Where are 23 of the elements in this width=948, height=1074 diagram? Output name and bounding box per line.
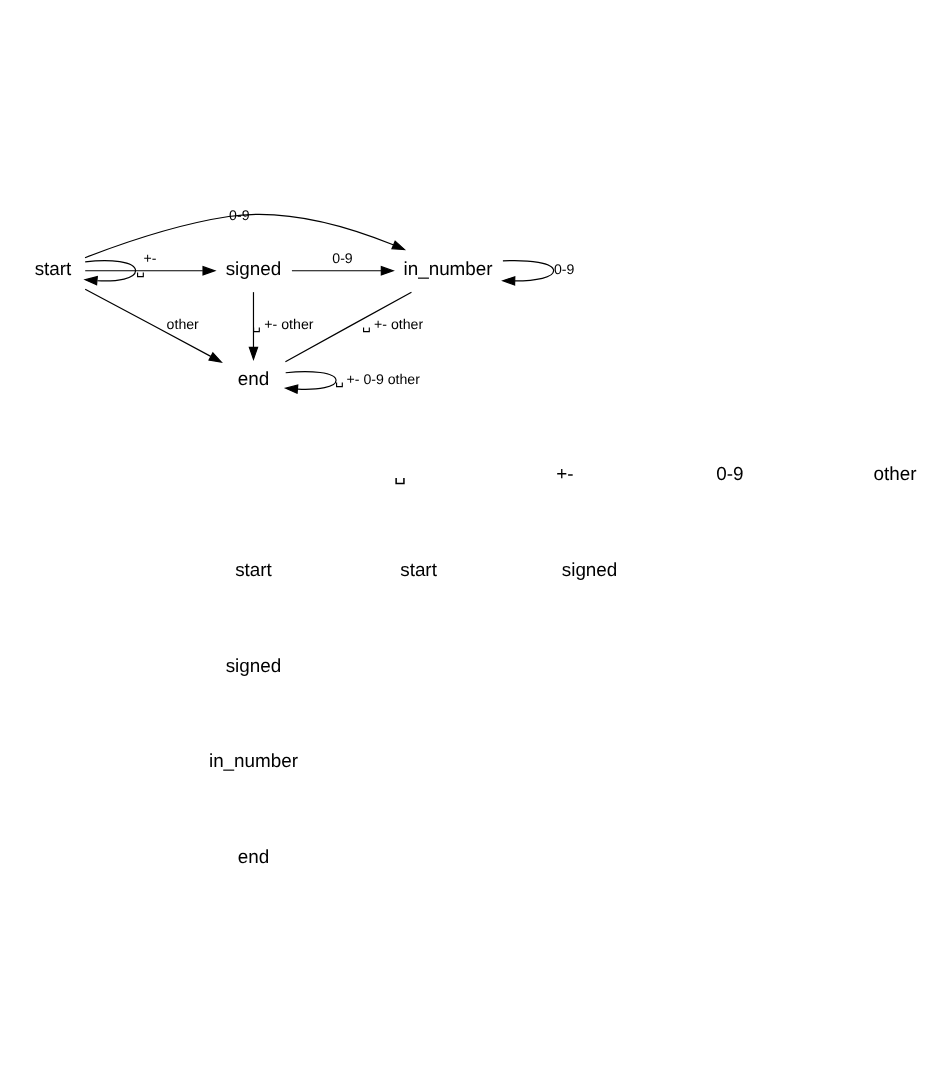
arrow	[84, 288, 223, 363]
label: signed	[561, 557, 618, 580]
label: end	[237, 844, 270, 867]
arrow	[501, 260, 555, 286]
label: +-	[556, 462, 574, 485]
node-text: signed	[225, 257, 282, 280]
connector	[284, 291, 413, 363]
node-text: in_number	[403, 257, 493, 280]
arrow	[283, 371, 337, 395]
label: ␣	[393, 462, 406, 485]
node-text: start	[34, 257, 72, 280]
label: 0-9	[716, 462, 744, 485]
arrow	[83, 260, 137, 286]
arrow	[84, 213, 407, 259]
label: other	[873, 462, 917, 485]
label: start	[400, 557, 437, 580]
label: in_number	[208, 749, 299, 772]
arrow	[84, 265, 217, 276]
label: signed	[225, 653, 282, 676]
arrow	[248, 291, 259, 361]
arrow	[291, 265, 395, 276]
label: start	[235, 557, 272, 580]
node-text: end	[237, 366, 270, 389]
